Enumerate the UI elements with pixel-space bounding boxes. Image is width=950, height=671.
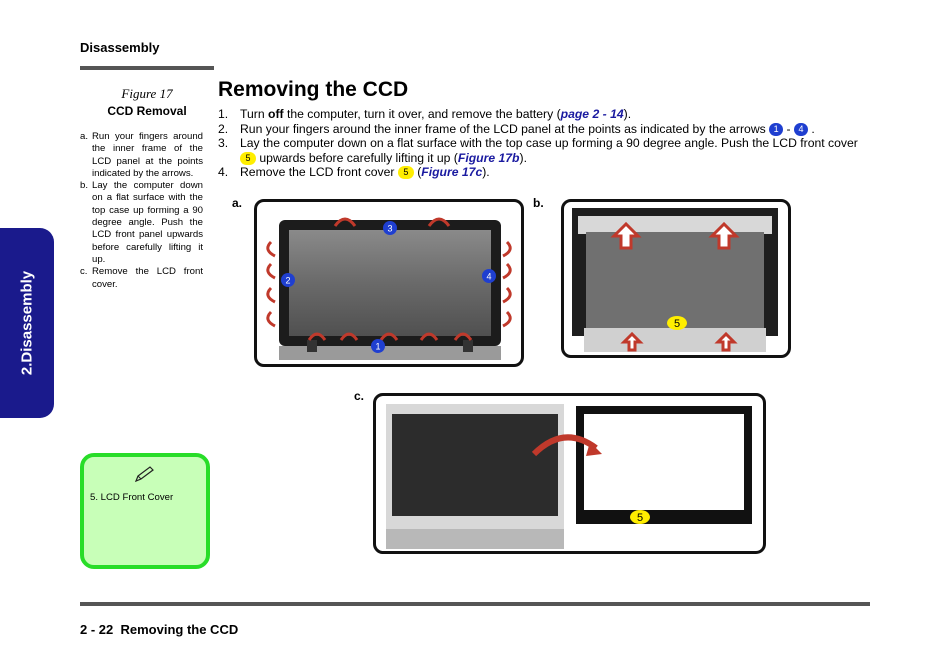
callout-label: 5 <box>637 512 643 524</box>
callout-badge: 4 <box>793 122 808 136</box>
caption-text: Run your fingers around the inner frame … <box>92 131 203 179</box>
figure-link[interactable]: Figure 17b <box>457 150 520 165</box>
panel-c-label: c. <box>354 389 365 403</box>
callout-label: 4 <box>486 272 491 282</box>
callout-label: 2 <box>285 276 290 286</box>
lcd-photo-a: 1 2 3 4 <box>266 217 512 360</box>
caption-letter: a. <box>80 131 89 142</box>
figure-link[interactable]: Figure 17c <box>421 165 483 180</box>
callout-badge: 5 <box>240 151 256 165</box>
figure-name: CCD Removal <box>107 104 187 118</box>
step-text: Remove the LCD front cover <box>240 165 398 180</box>
step-list: 1. Turn off the computer, turn it over, … <box>218 107 858 180</box>
panel-c: 5 <box>373 393 766 554</box>
page-title: Removing the CCD <box>218 78 409 101</box>
figure-caption: Figure 17 CCD Removal <box>80 86 214 118</box>
callout-4: 4 <box>482 269 496 283</box>
step-emphasis: off <box>268 107 284 121</box>
panel-b-label: b. <box>533 196 544 210</box>
footer: 2 - 22 Removing the CCD <box>80 622 238 637</box>
caption-item: c. Remove the LCD front cover. <box>80 266 203 291</box>
step-text: Turn <box>240 107 268 121</box>
note-box: 5. LCD Front Cover <box>80 453 210 569</box>
callout-5: 5 <box>667 316 687 330</box>
panel-a: 1 2 3 4 <box>254 199 524 367</box>
callout-5: 5 <box>630 510 650 524</box>
callout-2: 2 <box>281 273 295 287</box>
step-number: 1. <box>218 107 229 121</box>
panel-a-label: a. <box>232 196 243 210</box>
figure-number: Figure 17 <box>121 86 173 101</box>
caption-text: Lay the computer down on a flat surface … <box>92 180 203 265</box>
caption-text: Remove the LCD front cover. <box>92 266 203 290</box>
step-item: 4. Remove the LCD front cover 5 (Figure … <box>218 165 858 180</box>
step-number: 3. <box>218 136 229 151</box>
pencil-icon <box>134 466 154 483</box>
caption-letter: c. <box>80 266 88 278</box>
step-text: ). <box>623 107 632 121</box>
caption-item: b.Lay the computer down on a flat surfac… <box>80 180 203 266</box>
step-text: . <box>807 121 815 136</box>
step-item: 3. Lay the computer down on a flat surfa… <box>218 136 858 165</box>
section-header: Disassembly <box>80 40 160 55</box>
callout-badge: 5 <box>397 166 414 180</box>
step-item: 2. Run your fingers around the inner fra… <box>218 122 858 137</box>
page-link[interactable]: page 2 - 14 <box>560 107 624 121</box>
callout-1: 1 <box>371 339 385 353</box>
side-tab: 2.Disassembly <box>0 228 54 418</box>
caption-letter: b. <box>80 180 89 192</box>
callout-label: 1 <box>375 342 380 352</box>
lcd-photo-b: 5 <box>572 208 778 352</box>
lcd-photo-c: 5 <box>386 404 752 549</box>
step-text: the computer, turn it over, and remove t… <box>283 107 561 121</box>
callout-3: 3 <box>383 221 397 235</box>
step-text: Run your fingers around the inner frame … <box>240 121 770 136</box>
footer-divider <box>80 602 870 606</box>
caption-item: a.Run your fingers around the inner fram… <box>80 131 203 180</box>
step-text: upwards before carefully lifting it up ( <box>256 150 458 165</box>
step-item: 1. Turn off the computer, turn it over, … <box>218 107 858 122</box>
header-divider <box>80 66 214 70</box>
callout-label: 5 <box>674 318 680 330</box>
step-text: ( <box>413 165 422 180</box>
step-text: ). <box>519 150 527 165</box>
step-number: 2. <box>218 121 229 136</box>
step-text: Lay the computer down on a flat surface … <box>240 136 858 151</box>
page-number: 2 - 22 <box>80 622 114 637</box>
caption-list: a.Run your fingers around the inner fram… <box>80 131 203 291</box>
step-number: 4. <box>218 165 229 180</box>
callout-badge: 1 <box>769 122 784 136</box>
callout-label: 3 <box>387 224 392 234</box>
footer-title: Removing the CCD <box>120 622 239 637</box>
note-text: 5. LCD Front Cover <box>90 492 174 503</box>
step-text: - <box>783 121 794 136</box>
panel-b: 5 <box>561 199 791 358</box>
side-tab-label: 2.Disassembly <box>18 270 36 376</box>
step-text: ). <box>482 165 490 180</box>
